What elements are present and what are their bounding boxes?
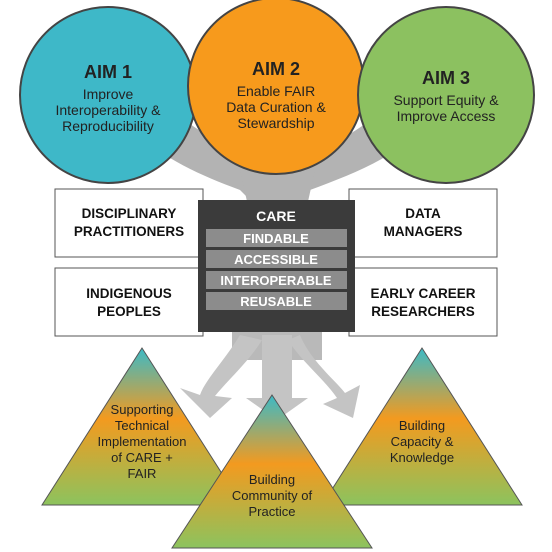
stakeholder-box <box>348 188 498 258</box>
aim-title: AIM 2 <box>252 59 300 79</box>
aim-line: Reproducibility <box>62 118 154 134</box>
outcome-line: Community of <box>232 488 313 503</box>
stakeholder-line: PRACTITIONERS <box>74 224 184 239</box>
aim-title: AIM 1 <box>84 62 132 82</box>
outcome-line: Supporting <box>111 402 174 417</box>
outcome-building-capacity: Building Capacity & Knowledge <box>321 347 523 506</box>
stakeholder-line: DISCIPLINARY <box>82 206 177 221</box>
outcome-line: Knowledge <box>390 450 454 465</box>
stakeholder-line: EARLY CAREER <box>370 286 475 301</box>
aim-circle <box>357 6 535 184</box>
aim-2: AIM 2 Enable FAIR Data Curation & Stewar… <box>187 0 365 175</box>
principle-bar <box>206 271 347 289</box>
outcome-community-of-practice: Building Community of Practice <box>171 394 373 549</box>
stakeholder-box <box>54 188 204 258</box>
aim-line: Interoperability & <box>55 102 161 118</box>
stakeholder-line: RESEARCHERS <box>371 304 475 319</box>
aim-3: AIM 3 Support Equity & Improve Access <box>357 6 535 184</box>
aim-line: Stewardship <box>237 115 314 131</box>
aim-1: AIM 1 Improve Interoperability & Reprodu… <box>19 6 197 184</box>
outcome-pyramid <box>41 347 243 506</box>
outcome-line: Technical <box>115 418 169 433</box>
aim-title: AIM 3 <box>422 68 470 88</box>
aim-line: Data Curation & <box>226 99 326 115</box>
arrow-down-right <box>288 335 360 418</box>
stakeholder-disciplinary-practitioners: DISCIPLINARY PRACTITIONERS <box>54 188 204 258</box>
stakeholder-line: INDIGENOUS <box>86 286 172 301</box>
aim-line: Improve Access <box>397 108 496 124</box>
principle-interoperable: INTEROPERABLE <box>220 273 332 288</box>
stakeholder-line: PEOPLES <box>97 304 161 319</box>
outcome-pyramid <box>321 347 523 506</box>
stakeholder-line: DATA <box>405 206 441 221</box>
principle-bar <box>206 250 347 268</box>
stakeholder-box <box>348 267 498 337</box>
principle-reusable: REUSABLE <box>240 294 312 309</box>
aim-line: Enable FAIR <box>237 83 316 99</box>
stakeholder-box <box>54 267 204 337</box>
outcome-line: Implementation <box>98 434 187 449</box>
principle-accessible: ACCESSIBLE <box>234 252 318 267</box>
outcome-line: FAIR <box>128 466 157 481</box>
outcome-pyramid <box>171 394 373 549</box>
arrow-down-left <box>180 335 262 418</box>
outcome-technical-implementation: Supporting Technical Implementation of C… <box>41 347 243 506</box>
principle-bar <box>206 229 347 247</box>
stakeholder-line: MANAGERS <box>384 224 463 239</box>
aim-line: Improve <box>83 86 134 102</box>
outcome-line: Building <box>399 418 445 433</box>
stakeholder-data-managers: DATA MANAGERS <box>348 188 498 258</box>
stakeholder-indigenous-peoples: INDIGENOUS PEOPLES <box>54 267 204 337</box>
aim-line: Support Equity & <box>393 92 499 108</box>
outcome-line: of CARE + <box>111 450 173 465</box>
care-title: CARE <box>256 208 296 224</box>
principles-box: CARE FINDABLE ACCESSIBLE INTEROPERABLE R… <box>198 200 355 332</box>
stakeholder-early-career-researchers: EARLY CAREER RESEARCHERS <box>348 267 498 337</box>
principle-bar <box>206 292 347 310</box>
outcome-line: Practice <box>249 504 296 519</box>
outcome-line: Capacity & <box>391 434 454 449</box>
lower-connector-arrows <box>180 330 360 420</box>
principle-findable: FINDABLE <box>243 231 309 246</box>
arrow-down-center <box>246 335 308 420</box>
outcome-line: Building <box>249 472 295 487</box>
